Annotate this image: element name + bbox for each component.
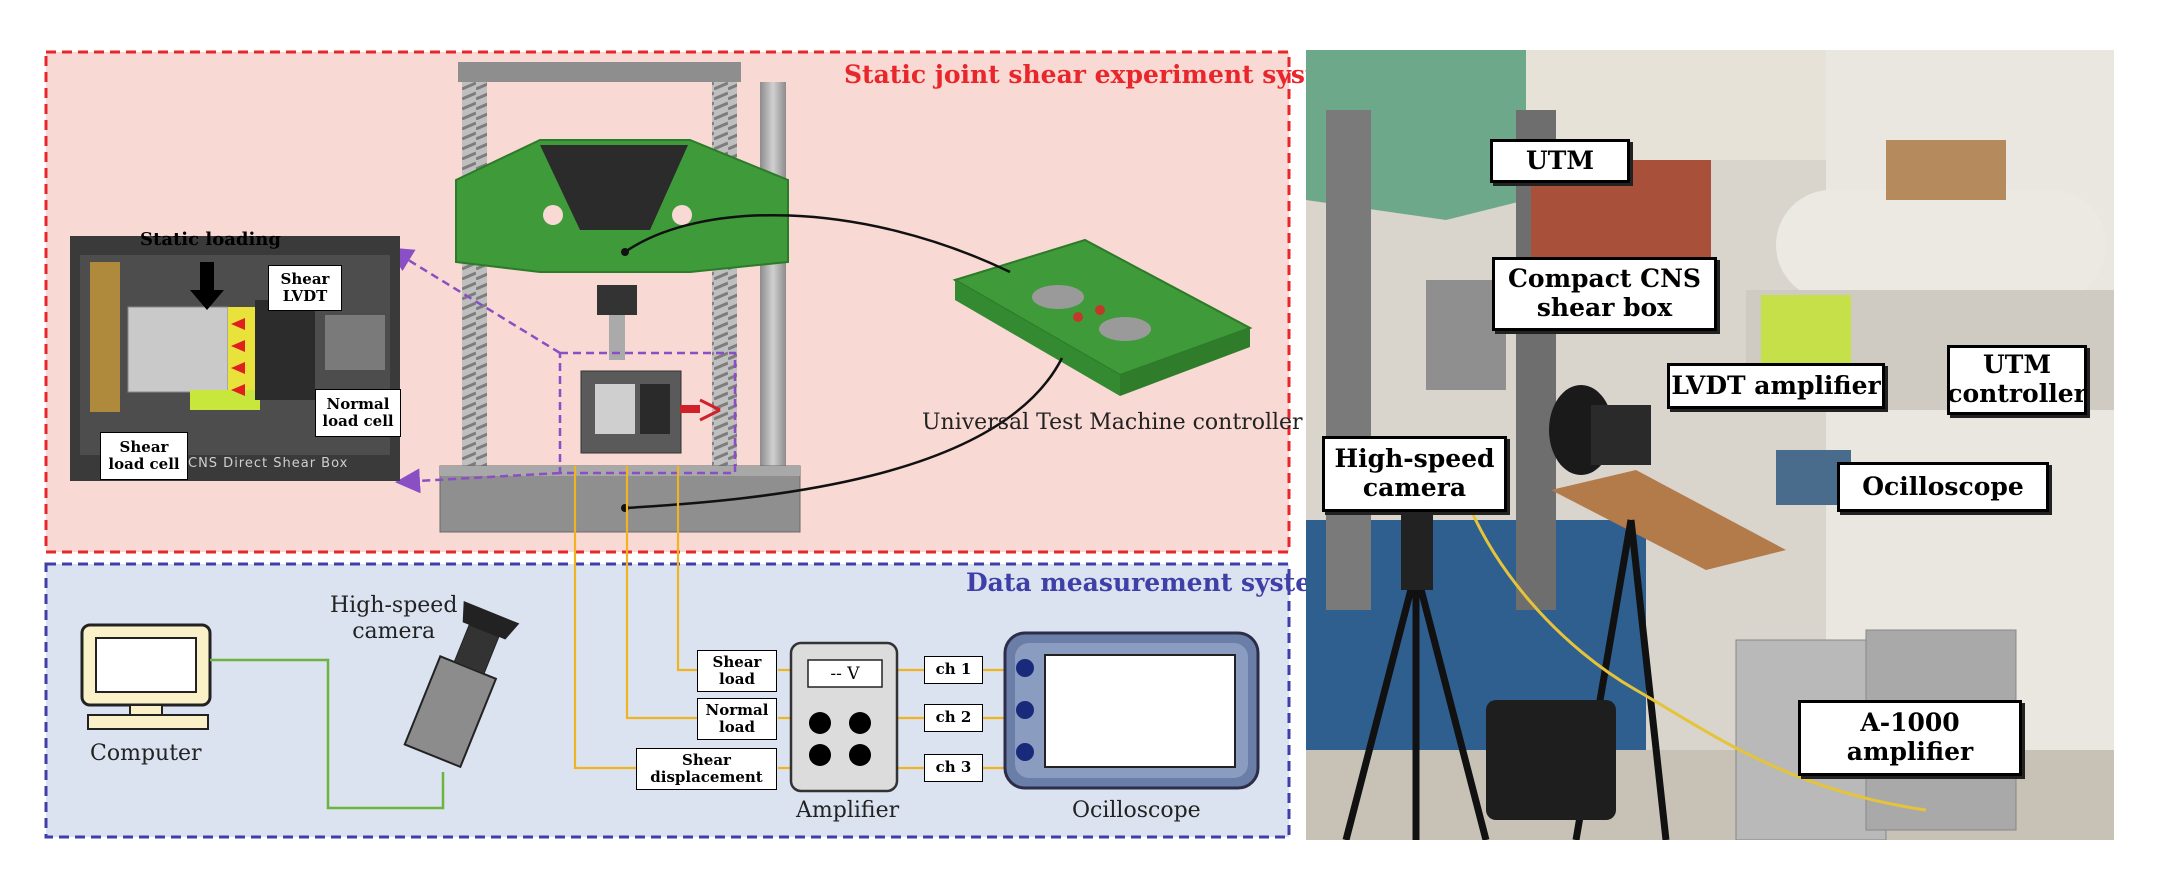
channel-1-box: ch 1 [924,656,983,684]
signal-shear-displacement-box: Shear displacement [636,748,777,790]
camera-label: High-speed camera [330,593,458,645]
computer-label: Computer [90,741,202,766]
amplifier-label: Amplifier [796,798,900,823]
utm-controller-label: Universal Test Machine controller [922,410,1303,435]
oscilloscope [1003,631,1260,790]
inset-normal-load-cell-label: Normal load cell [315,389,401,437]
utm-controller [952,238,1253,396]
amplifier-display: -- V [830,663,860,684]
static-system-title: Static joint shear experiment system [844,60,1359,89]
zoom-highlight [558,351,737,475]
inset-box-text: CNS Direct Shear Box [188,456,349,471]
channel-2-box: ch 2 [924,704,983,732]
inset-shear-lvdt-label: Shear LVDT [268,265,342,311]
oscilloscope-label: Ocilloscope [1072,798,1201,823]
signal-shear-load-box: Shear load [697,650,777,692]
static-loading-inset [70,236,400,481]
high-speed-camera [403,601,520,769]
signal-wires [573,466,1005,770]
signal-normal-load-box: Normal load [697,698,777,740]
photo-high-speed-camera-label: High-speed camera [1322,436,1507,512]
schematic-diagram [44,50,1291,839]
static-loading-title: Static loading [140,229,281,250]
computer [80,623,212,730]
channel-3-box: ch 3 [924,754,983,782]
utm-machine [439,62,801,533]
amplifier [789,641,899,793]
photo-oscilloscope-label: Ocilloscope [1837,462,2049,512]
data-system-title: Data measurement system [966,568,1338,597]
photo-lvdt-amp-label: LVDT amplifier [1667,363,1885,409]
photo-utm-controller-label: UTM controller [1947,345,2087,415]
photo-a1000-label: A-1000 amplifier [1798,700,2022,776]
photo-compact-box-label: Compact CNS shear box [1492,257,1717,331]
photo-utm-label: UTM [1490,139,1630,183]
inset-shear-load-cell-label: Shear load cell [100,432,188,480]
